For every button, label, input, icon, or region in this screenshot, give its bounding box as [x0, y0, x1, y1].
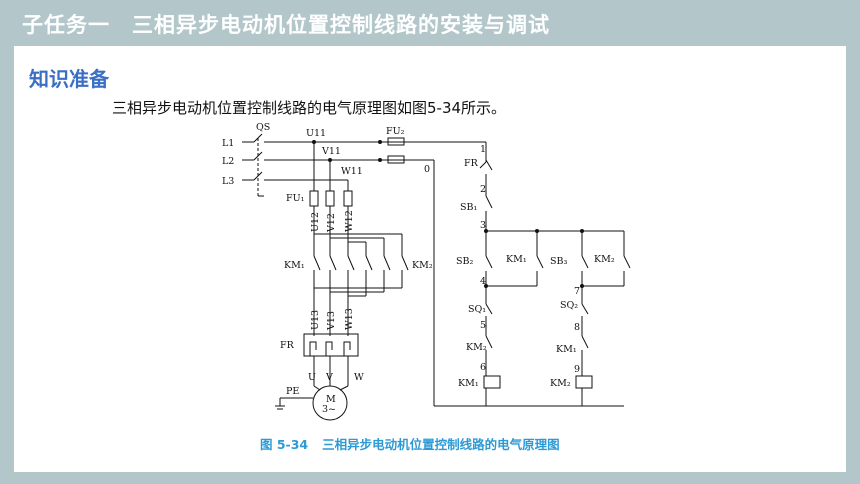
- label-sq1: SQ₁: [468, 304, 486, 315]
- label-v: V: [325, 372, 333, 383]
- label-fr-ctrl: FR: [464, 158, 479, 169]
- slide-title: 子任务一 三相异步电动机位置控制线路的安装与调试: [22, 13, 550, 37]
- label-km1-coil: KM₁: [458, 378, 479, 389]
- figure-caption: 图 5-34 三相异步电动机位置控制线路的电气原理图: [260, 434, 574, 453]
- label-node-7: 7: [574, 286, 580, 297]
- label-node-3: 3: [480, 220, 486, 231]
- label-w: W: [354, 372, 364, 383]
- label-w12: W12: [344, 210, 355, 232]
- label-u13: U13: [310, 310, 321, 330]
- content-panel: 知识准备 三相异步电动机位置控制线路的电气原理图如图5-34所示。: [14, 46, 846, 472]
- label-w11: W11: [341, 166, 363, 177]
- label-km2-interlock: KM₂: [466, 342, 487, 353]
- label-km2-main: KM₂: [412, 260, 433, 271]
- label-v11: V11: [321, 146, 341, 157]
- label-pe: PE: [286, 386, 299, 397]
- label-node-8: 8: [574, 322, 580, 333]
- label-sb3: SB₃: [550, 256, 567, 267]
- label-fr-main: FR: [280, 340, 295, 351]
- label-motor: M: [326, 394, 336, 405]
- intro-text: 三相异步电动机位置控制线路的电气原理图如图5-34所示。: [112, 99, 507, 117]
- label-l3: L3: [222, 176, 234, 187]
- label-node-5: 5: [480, 320, 486, 331]
- label-v12: V12: [326, 213, 337, 233]
- label-km1-main: KM₁: [284, 260, 305, 271]
- label-motor-phase: 3~: [322, 404, 336, 415]
- label-km1-aux: KM₁: [506, 254, 527, 265]
- label-u12: U12: [310, 212, 321, 232]
- label-sb2: SB₂: [456, 256, 473, 267]
- circuit-diagram: L1 L2 L3 QS U11 V11 W11 FU₁ FU₂ 0 U12 V1…: [222, 122, 631, 421]
- label-w13: W13: [344, 308, 355, 330]
- label-node-6: 6: [480, 362, 486, 373]
- label-v13: V13: [326, 311, 337, 331]
- label-l2: L2: [222, 156, 234, 167]
- label-l1: L1: [222, 138, 234, 149]
- label-u11: U11: [306, 128, 326, 139]
- label-sq2: SQ₂: [560, 300, 578, 311]
- label-qs: QS: [256, 122, 270, 133]
- label-node-9: 9: [574, 364, 580, 375]
- label-sb1: SB₁: [460, 202, 477, 213]
- section-title: 知识准备: [29, 67, 109, 91]
- label-fu1: FU₁: [286, 193, 305, 204]
- figure-number: 图 5-34: [260, 437, 309, 452]
- label-u: U: [308, 372, 316, 383]
- label-node-1: 1: [480, 144, 486, 155]
- label-km2-coil: KM₂: [550, 378, 571, 389]
- label-fu2: FU₂: [386, 126, 405, 137]
- label-node-4: 4: [480, 276, 486, 287]
- label-km1-interlock: KM₁: [556, 344, 577, 355]
- label-node-2: 2: [480, 184, 486, 195]
- label-node-0: 0: [424, 164, 430, 175]
- figure-caption-text: 三相异步电动机位置控制线路的电气原理图: [322, 437, 560, 452]
- slide-header: 子任务一 三相异步电动机位置控制线路的安装与调试: [0, 0, 860, 46]
- label-km2-aux: KM₂: [594, 254, 615, 265]
